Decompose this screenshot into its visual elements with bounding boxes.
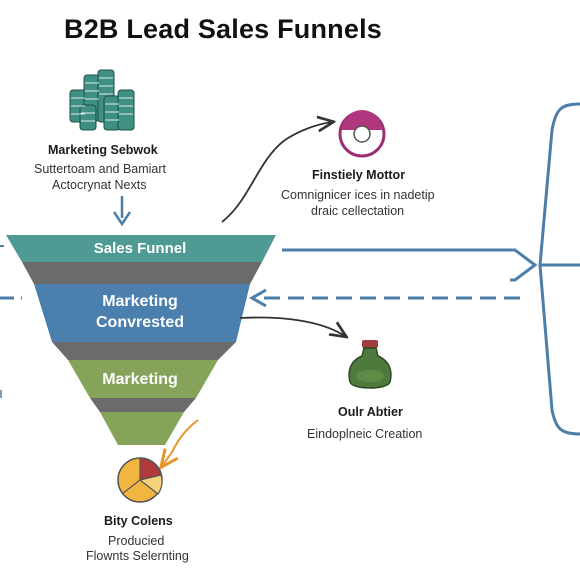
curved-arrow-to-target xyxy=(221,122,332,223)
funnel-stage-1-label: Sales Funnel xyxy=(94,240,187,257)
down-arrow-icon xyxy=(112,196,132,227)
right-bracket xyxy=(538,102,580,436)
arrow-to-bottle xyxy=(239,316,345,336)
right-mid-block-title: Oulr Abtier xyxy=(338,405,403,419)
bottom-block-line2: Flownts Selernting xyxy=(86,549,189,563)
left-dashed-arrow xyxy=(248,288,520,308)
orange-arrow-to-pie xyxy=(162,419,199,466)
top-block-line2: Actocrynat Nexts xyxy=(52,178,147,192)
pie-chart-icon xyxy=(117,457,163,503)
top-block-title: Marketing Sebwok xyxy=(48,143,158,157)
funnel-ring-2 xyxy=(52,342,236,360)
funnel-stage-3 xyxy=(68,360,218,398)
right-mid-block-line1: Eindoplneic Creation xyxy=(307,427,423,441)
right-top-block-line1: Comnignicer ices in nadetip xyxy=(281,188,435,202)
funnel-stage-3-label: Marketing xyxy=(102,371,178,388)
funnel xyxy=(6,235,276,445)
right-top-block-line2: draic cellectation xyxy=(311,204,405,218)
top-block-line1: Suttertoam and Bamiart xyxy=(34,162,167,176)
funnel-ring-1 xyxy=(22,262,262,284)
funnel-stage-1 xyxy=(6,235,276,262)
bottle-icon xyxy=(348,340,392,389)
funnel-stage-2-label-line1: Marketing xyxy=(102,293,178,310)
right-solid-arrow xyxy=(282,248,538,282)
coin-stack-icon xyxy=(69,69,135,131)
funnel-stage-2-label-line2: Convrested xyxy=(96,314,184,331)
right-top-block-title: Finstiely Mottor xyxy=(312,168,406,182)
bottom-block-title: Bity Colens xyxy=(104,514,173,528)
funnel-stage-4 xyxy=(100,412,184,445)
left-edge-arrow xyxy=(0,245,22,398)
target-icon xyxy=(338,110,386,158)
bottom-block-line1: Producied xyxy=(108,534,165,548)
funnel-ring-3 xyxy=(90,398,196,412)
page-title: B2B Lead Sales Funnels xyxy=(64,14,382,44)
funnel-stage-2 xyxy=(34,284,250,342)
